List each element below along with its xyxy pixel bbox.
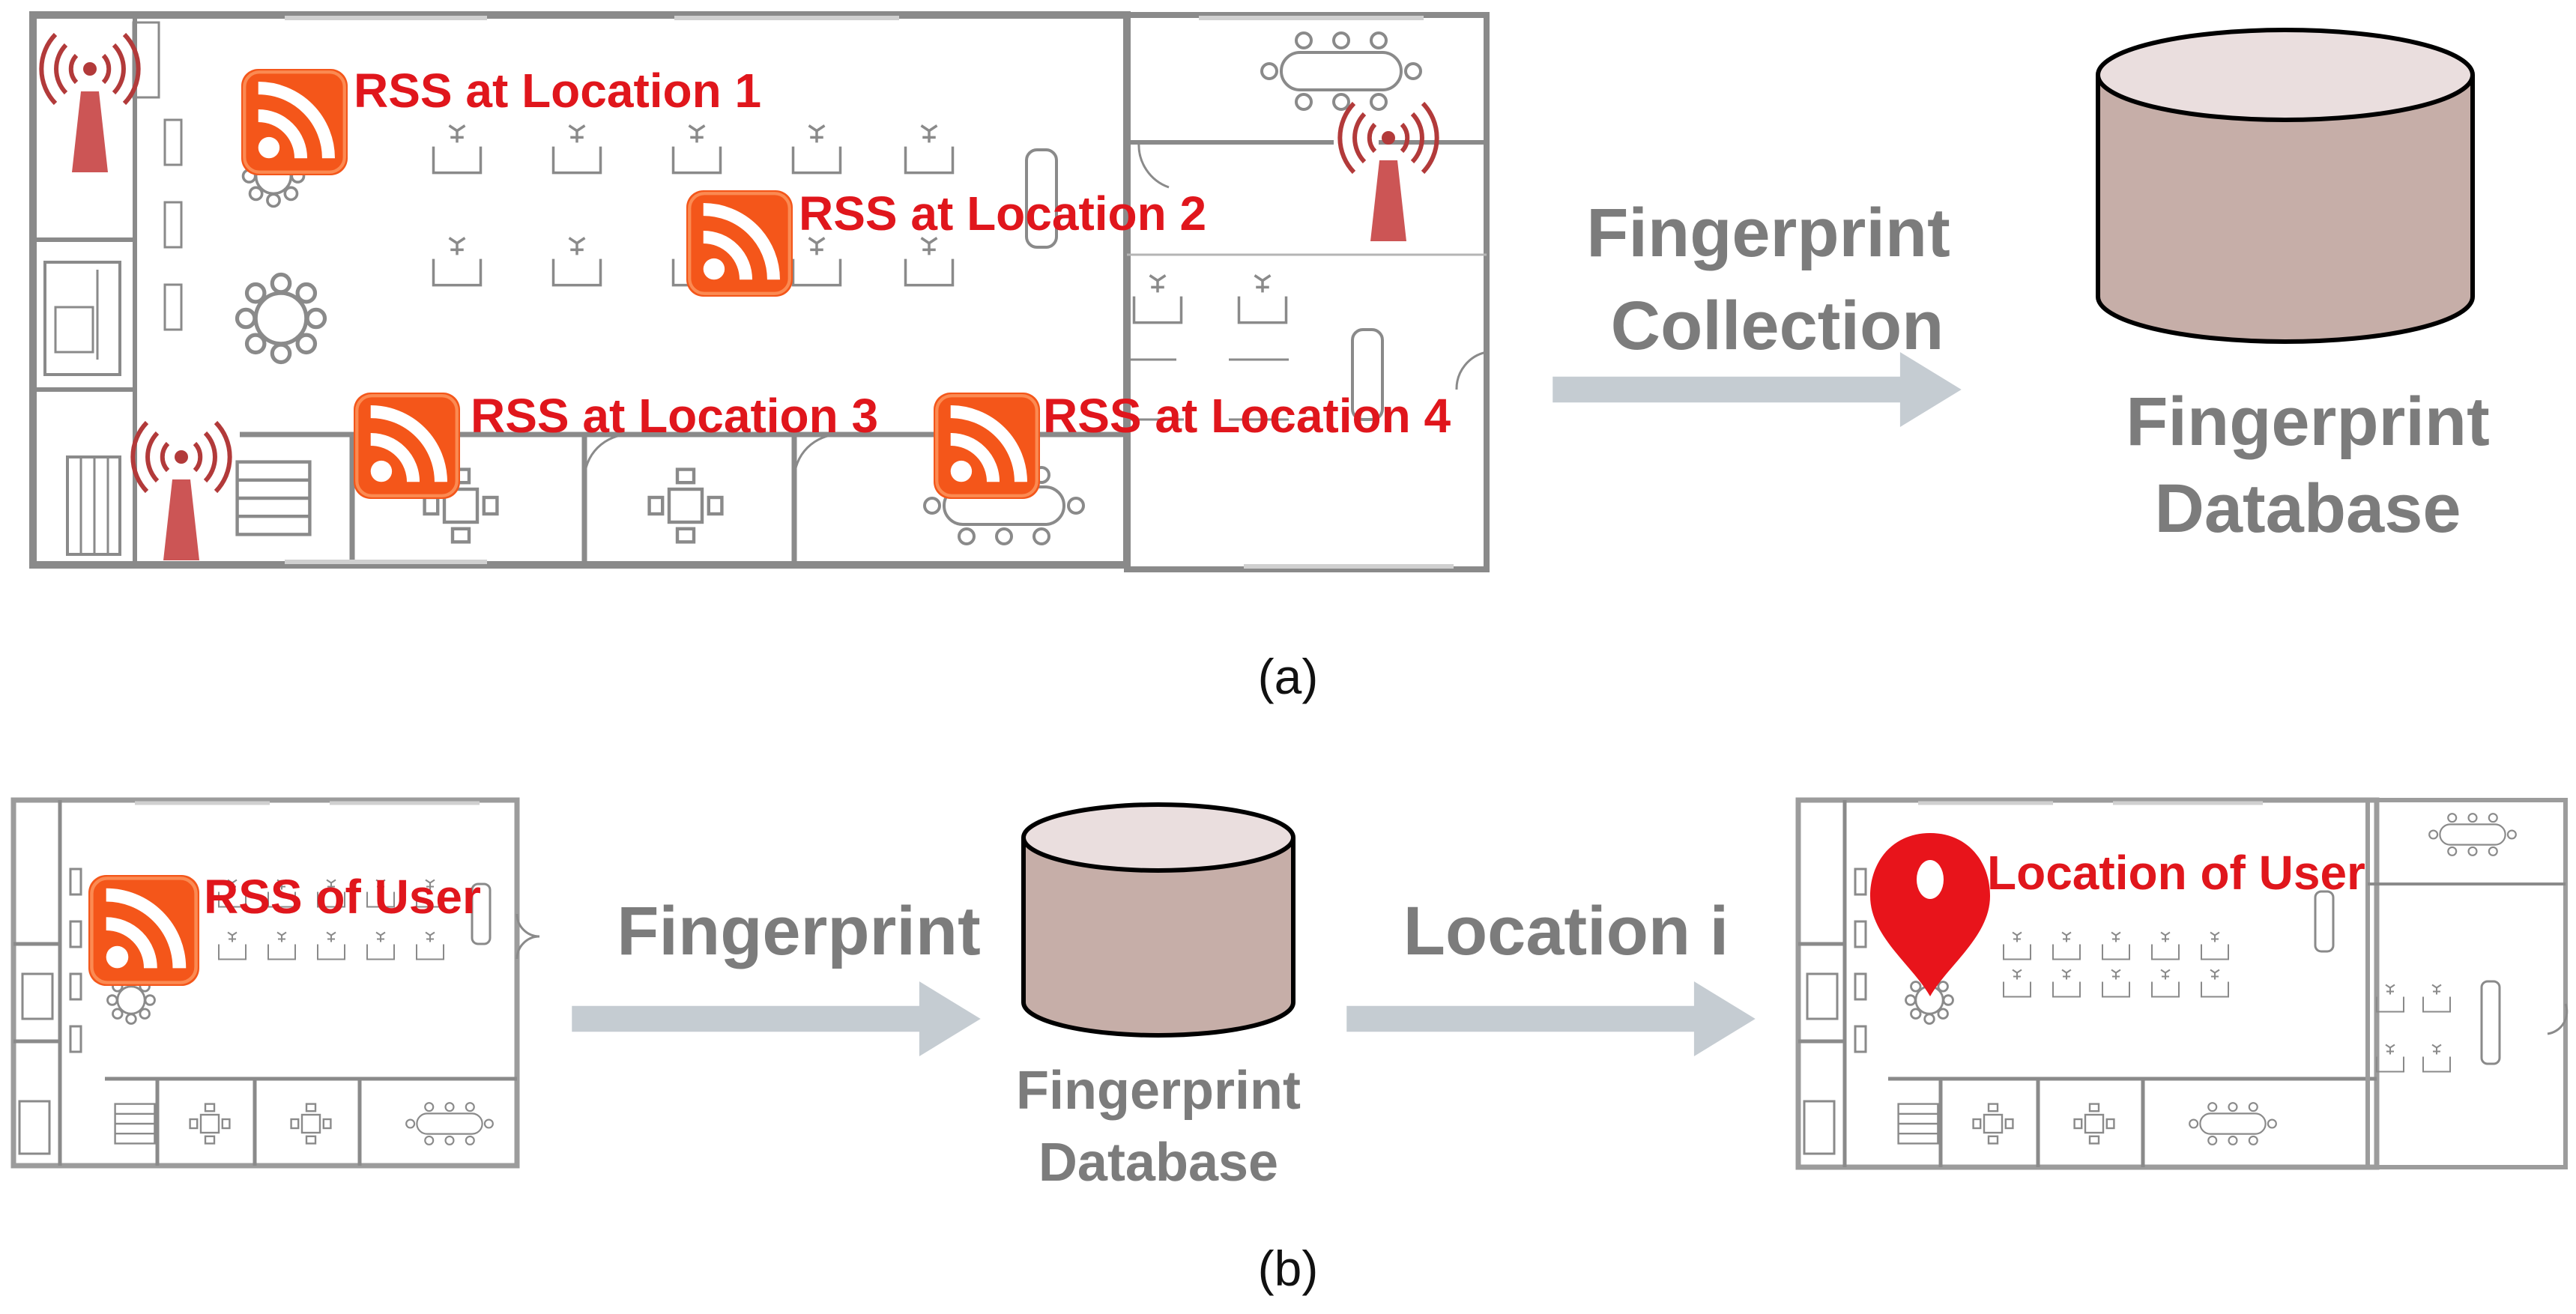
caption-b: (b): [1258, 1241, 1319, 1296]
antenna-icon: [1340, 103, 1436, 241]
rss-label-location-2: RSS at Location 2: [799, 187, 1206, 240]
panel-b: RSS of User Fingerprint Fingerprint Data…: [10, 797, 2569, 1296]
arrow-right-icon: [1346, 981, 1756, 1056]
floor-plan-a: [29, 11, 1490, 572]
arrow1-label: Fingerprint: [617, 893, 981, 969]
floor-plan-b-right: [1795, 797, 2569, 1170]
database-label-line-1: Fingerprint: [2126, 384, 2490, 460]
arrow-label-line-2: Collection: [1611, 288, 1944, 364]
rss-label-location-4: RSS at Location 4: [1043, 389, 1451, 443]
database-icon: [1021, 802, 1295, 1038]
rss-icon: [88, 875, 199, 986]
rss-icon: [241, 69, 348, 175]
map-pin-icon: [1870, 833, 1990, 996]
rss-icon: [354, 393, 460, 499]
rss-icon: [934, 393, 1040, 499]
rss-label-location-1: RSS at Location 1: [354, 64, 761, 118]
arrow-right-icon: [572, 981, 981, 1056]
location-user-label: Location of User: [1987, 846, 2365, 900]
arrow2-label: Location i: [1403, 893, 1729, 969]
rss-icon: [686, 190, 793, 297]
rss-label-location-3: RSS at Location 3: [471, 389, 878, 443]
antenna-icon: [133, 423, 229, 560]
floor-plan-b-left: [10, 797, 540, 1169]
rss-user-label: RSS of User: [204, 870, 481, 924]
database-b-label-line-1: Fingerprint: [1016, 1061, 1301, 1121]
database-icon: [2096, 28, 2475, 344]
antenna-icon: [41, 34, 138, 172]
arrow-label-line-1: Fingerprint: [1586, 195, 1950, 271]
database-label-line-2: Database: [2154, 470, 2461, 547]
database-b-label-line-2: Database: [1038, 1133, 1278, 1193]
caption-a: (a): [1258, 649, 1319, 704]
panel-a: RSS at Location 1 RSS at Location 2 RSS …: [29, 11, 2490, 704]
